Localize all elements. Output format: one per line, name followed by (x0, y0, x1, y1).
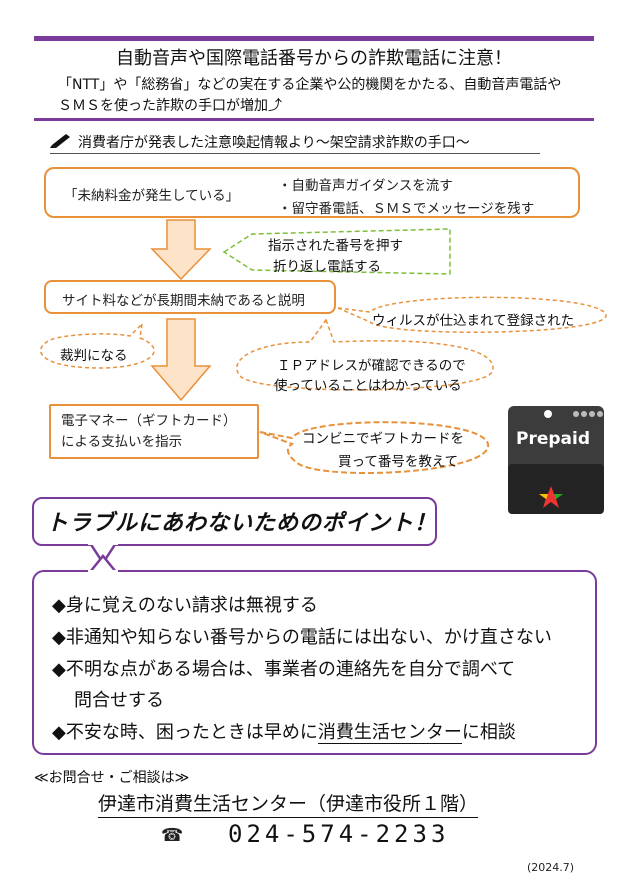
bubble-press-number (222, 228, 451, 275)
prepaid-card-label: Prepaid (516, 429, 591, 449)
bubble-court (39, 321, 155, 369)
step3-line-1: 電子マネー（ギフトカード） (61, 413, 237, 429)
bubble-virus (337, 296, 607, 333)
points-title-tail (88, 543, 118, 566)
issue-date: (2024.7) (527, 861, 575, 874)
bubble-virus-text: ウィルスが仕込まれて登録された (372, 313, 575, 329)
points-box (32, 570, 597, 755)
point-item-3: ◆不明な点がある場合は、事業者の連絡先を自分で調べて (52, 659, 516, 680)
flow-step-unpaid: 「未納料金が発生している」 ・自動音声ガイダンスを流す ・留守番電話、ＳＭＳでメ… (44, 167, 580, 218)
bubble-conv-line-2: 買って番号を教えて (338, 454, 459, 470)
point-item-3-cont: 問合せする (74, 690, 164, 711)
down-arrow-2 (150, 318, 212, 402)
subheading-text: 消費者庁が発表した注意喚起情報より～架空請求詐欺の手口～ (78, 135, 470, 151)
consumer-center-name: 伊達市消費生活センター（伊達市役所１階） (98, 789, 479, 818)
bubble-ip-line-2: 使っていることはわかっている (274, 378, 462, 394)
phone-number[interactable]: 024-574-2233 (228, 820, 450, 848)
section-divider (34, 118, 594, 121)
consumer-center-link: 消費生活センター (317, 722, 462, 744)
bubble-ip-line-1: ＩＰアドレスが確認できるので (277, 358, 466, 374)
contact-label: ≪お問合せ・ご相談は≫ (34, 770, 190, 786)
page-title: 自動音声や国際電話番号からの詐欺電話に注意！ (116, 48, 512, 69)
point-item-1: ◆身に覚えのない請求は無視する (52, 595, 318, 616)
point-item-4-prefix: ◆不安な時、困ったときは早めに (52, 722, 318, 743)
flow-step-gift-card: 電子マネー（ギフトカード） による支払いを指示 (49, 404, 259, 459)
step3-line-2: による支払いを指示 (61, 434, 183, 450)
step1-bullet-2: ・留守番電話、ＳＭＳでメッセージを残す (278, 201, 535, 217)
point-item-2: ◆非通知や知らない番号からの電話には出ない、かけ直さない (52, 627, 552, 648)
down-arrow-1 (150, 219, 212, 281)
phone-icon: ☎ (161, 825, 184, 846)
pencil-icon (50, 132, 72, 152)
intro-text: 「NTT」や「総務省」などの実在する企業や公的機関をかたる、自動音声電話や ＳＭ… (58, 75, 598, 117)
subheading-underline (50, 153, 540, 154)
intro-line-1: 「NTT」や「総務省」などの実在する企業や公的機関をかたる、自動音声電話や (58, 77, 562, 93)
point-item-4: ◆不安な時、困ったときは早めに消費生活センターに相談 (52, 718, 516, 744)
point-item-4-suffix: に相談 (461, 722, 516, 743)
points-title-box (32, 497, 437, 546)
top-divider (34, 36, 594, 41)
bubble-court-text: 裁判になる (60, 348, 128, 364)
step1-quote: 「未納料金が発生している」 (64, 188, 240, 204)
flow-step-long-unpaid: サイト料などが長期間未納であると説明 (44, 280, 336, 314)
points-title: トラブルにあわないためのポイント！ (46, 511, 438, 536)
bubble-convenience-store (259, 421, 490, 475)
intro-line-2: ＳＭＳを使った詐欺の手口が増加⤴ (58, 98, 282, 114)
bubble-conv-line-1: コンビニでギフトカードを (302, 431, 464, 447)
bubble-press-line-2: 折り返し電話する (273, 259, 381, 275)
points-box-notch (88, 554, 118, 573)
step1-bullet-1: ・自動音声ガイダンスを流す (278, 178, 453, 194)
subheading: 消費者庁が発表した注意喚起情報より～架空請求詐欺の手口～ (50, 132, 470, 152)
bubble-ip-address (236, 318, 494, 391)
prepaid-card-image (508, 406, 604, 514)
bubble-press-line-1: 指示された番号を押す (268, 238, 403, 254)
